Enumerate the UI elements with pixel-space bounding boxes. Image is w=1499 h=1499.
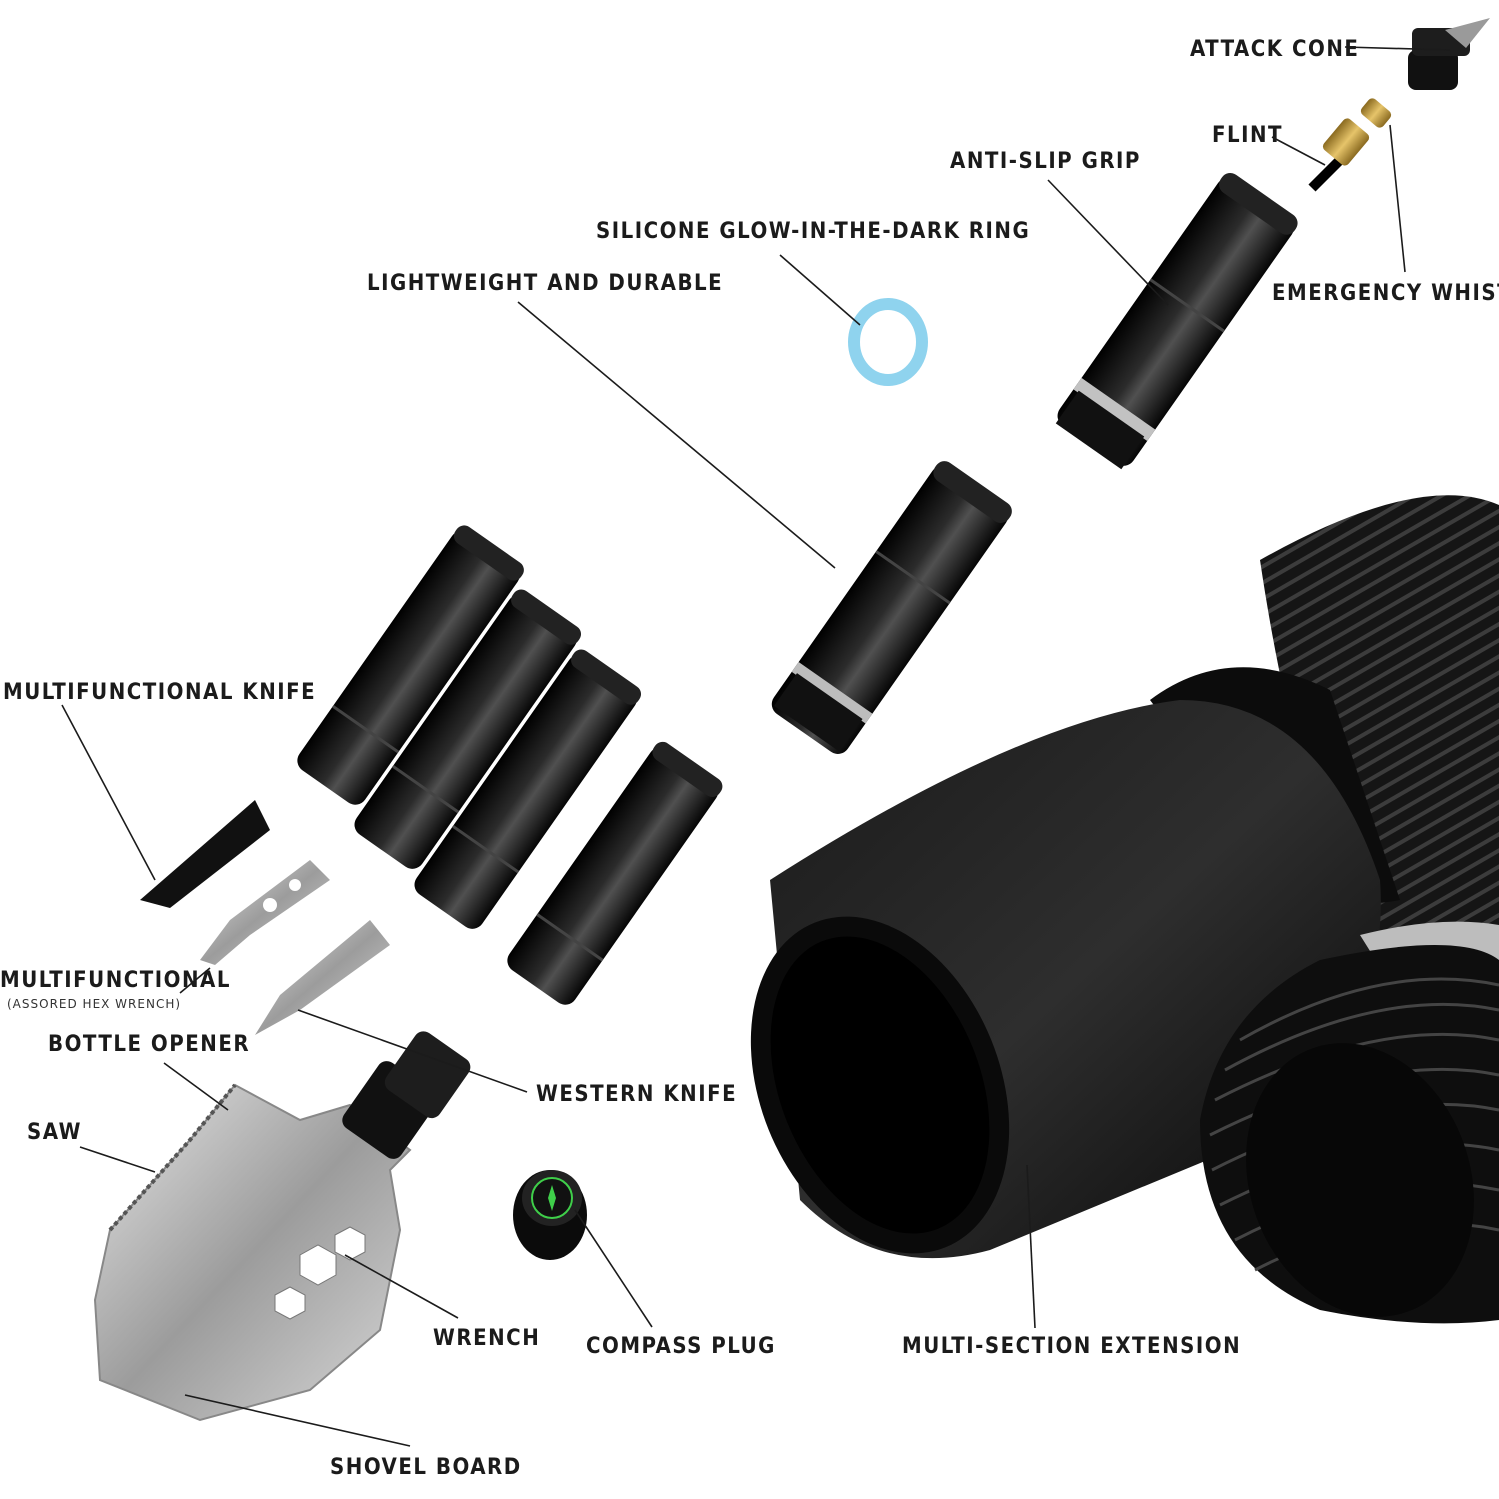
compass-illustration	[513, 1170, 587, 1260]
label-multifunctional-knife: MULTIFUNCTIONAL KNIFE	[3, 680, 316, 705]
label-multi-section-extension: MULTI-SECTION EXTENSION	[902, 1334, 1241, 1359]
knife-handle-tube-3	[414, 649, 642, 929]
label-saw: SAW	[27, 1120, 82, 1145]
label-compass-plug: COMPASS PLUG	[586, 1334, 776, 1359]
western-knife-blade	[255, 920, 390, 1035]
multifunctional-knife-blade	[140, 800, 270, 908]
knife-handle-tube-2	[354, 589, 582, 869]
label-lightweight-durable: LIGHTWEIGHT AND DURABLE	[367, 271, 723, 296]
knife-handle-tube-1	[297, 525, 524, 805]
label-multifunctional-sub: (ASSORED HEX WRENCH)	[7, 997, 181, 1011]
label-emergency-whistle: EMERGENCY WHISTLE	[1272, 281, 1499, 306]
label-anti-slip-grip: ANTI-SLIP GRIP	[950, 149, 1141, 174]
label-silicone-ring: SILICONE GLOW-IN-THE-DARK RING	[596, 219, 1030, 244]
attack-cone-illustration	[1408, 18, 1490, 90]
label-bottle-opener: BOTTLE OPENER	[48, 1032, 250, 1057]
label-western-knife: WESTERN KNIFE	[536, 1082, 737, 1107]
silicone-ring-illustration	[848, 298, 928, 386]
middle-extension-tube	[771, 461, 1012, 754]
multi-section-extension-illustration	[750, 495, 1499, 1324]
anti-slip-grip-tube	[1055, 172, 1298, 470]
extension-tube-short	[507, 741, 723, 1005]
label-multifunctional: MULTIFUNCTIONAL	[0, 968, 231, 993]
label-flint: FLINT	[1212, 123, 1283, 148]
hex-wrench-blade	[200, 860, 330, 965]
shovel-illustration	[93, 1031, 471, 1422]
label-shovel-board: SHOVEL BOARD	[330, 1455, 522, 1480]
label-wrench: WRENCH	[433, 1326, 540, 1351]
leader-lines	[61, 46, 1451, 1447]
flint-whistle-illustration	[1308, 98, 1392, 192]
label-attack-cone: ATTACK CONE	[1190, 37, 1359, 62]
